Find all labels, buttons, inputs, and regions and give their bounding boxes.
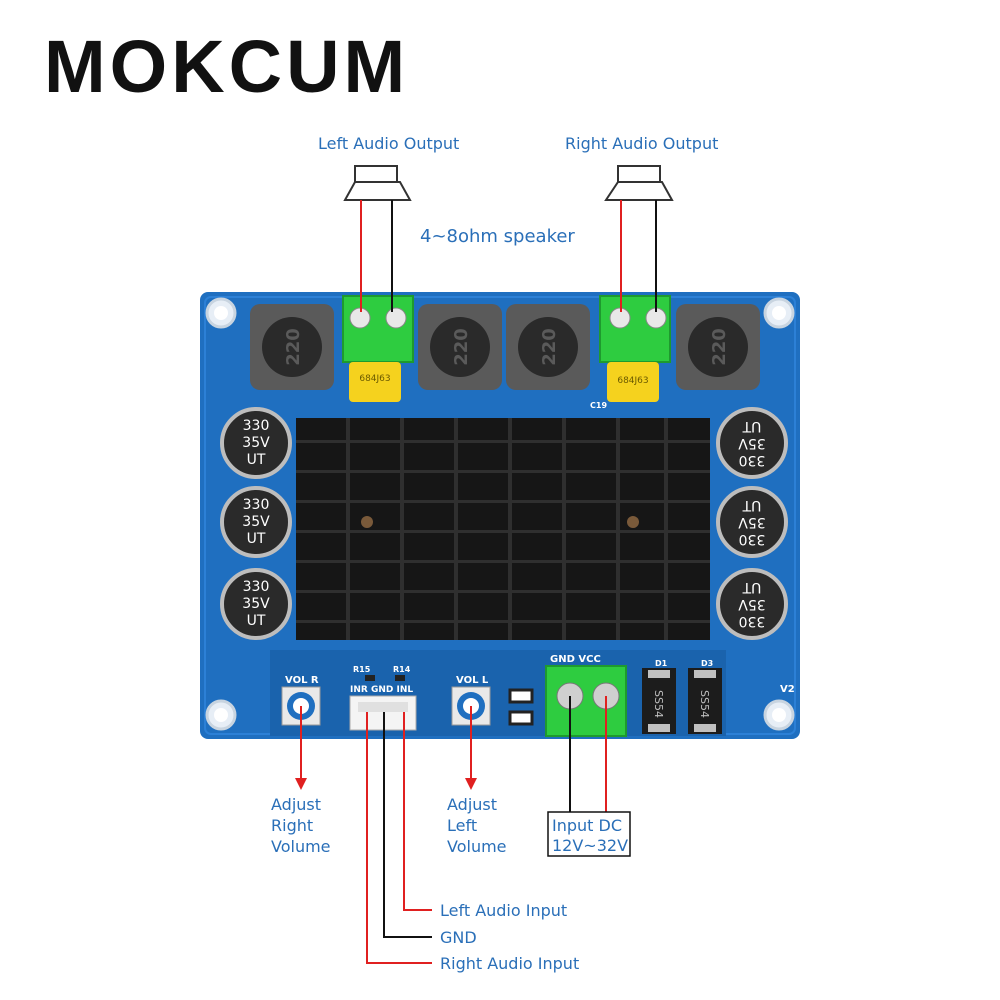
inductor: 220 (418, 304, 502, 390)
cap-value: 330 (243, 497, 270, 513)
inductor-marking: 220 (451, 328, 472, 366)
electrolytic-capacitor: 330 35V UT (220, 486, 292, 558)
cap-voltage: 35V (242, 596, 270, 612)
left-output-terminal (342, 295, 414, 363)
inductor-marking: 220 (709, 328, 730, 366)
cap-series: UT (742, 497, 761, 513)
cap-value: 330 (243, 579, 270, 595)
inductor-marking: 220 (283, 328, 304, 366)
adjust-left-arrow (465, 706, 477, 790)
brand-logo: MOKCUM (44, 25, 410, 108)
cap-series: UT (247, 613, 266, 629)
right-output-terminal (599, 295, 671, 363)
power-header-silk: GND VCC (550, 654, 601, 665)
right-audio-output-label: Right Audio Output (565, 134, 719, 153)
heatsink (296, 418, 710, 640)
cap-series: UT (742, 579, 761, 595)
gnd-input-wire (383, 712, 432, 938)
inductor: 220 (506, 304, 590, 390)
inductor: 220 (676, 304, 760, 390)
right-input-wire (366, 712, 432, 964)
adjust-left-volume-label: Adjust Left Volume (447, 795, 507, 856)
electrolytic-capacitor: 330 35V UT (716, 407, 788, 479)
film-capacitor-marking: 684J63 (359, 374, 390, 384)
vol-r-silk: VOL R (285, 675, 319, 686)
film-capacitor: 684J63 (349, 362, 401, 402)
electrolytic-capacitor: 330 35V UT (220, 568, 292, 640)
diode-d3: D3 SS54 (688, 659, 722, 734)
cap-series: UT (247, 452, 266, 468)
gnd-label: GND (440, 928, 477, 947)
diode-marking: SS54 (652, 690, 665, 718)
d3-silk: D3 (701, 659, 713, 668)
mounting-hole (763, 699, 795, 731)
input-dc-range-label: 12V~32V (552, 836, 629, 855)
diode-marking: SS54 (698, 690, 711, 718)
mounting-hole (205, 297, 237, 329)
cap-series: UT (742, 418, 761, 434)
cap-series: UT (247, 531, 266, 547)
electrolytic-capacitor: 330 35V UT (716, 568, 788, 640)
input-dc-label: Input DC (552, 816, 623, 835)
film-capacitor-marking: 684J63 (617, 376, 648, 386)
speaker-note-label: 4~8ohm speaker (420, 226, 575, 247)
vol-l-silk: VOL L (456, 675, 489, 686)
left-input-wire (403, 712, 432, 911)
left-audio-input-label: Left Audio Input (440, 901, 568, 920)
version-silk: V2 (780, 684, 795, 695)
input-header-silk: INR GND INL (350, 685, 413, 695)
electrolytic-capacitor: 330 35V UT (220, 407, 292, 479)
cap-voltage: 35V (242, 435, 270, 451)
adjust-right-volume-label: Adjust Right Volume (271, 795, 331, 856)
left-speaker-icon (343, 165, 412, 201)
cap-voltage: 35V (738, 435, 766, 451)
cap-voltage: 35V (738, 514, 766, 530)
right-speaker-icon (604, 165, 674, 201)
inductor: 220 (250, 304, 334, 390)
electrolytic-capacitor: 330 35V UT (716, 486, 788, 558)
r15-silk: R15 (353, 665, 371, 674)
c19-label: C19 (590, 401, 607, 410)
power-input-terminal: GND VCC (545, 654, 627, 737)
cap-value: 330 (739, 452, 766, 468)
cap-value: 330 (739, 613, 766, 629)
inductor-marking: 220 (539, 328, 560, 366)
cap-voltage: 35V (738, 596, 766, 612)
d1-silk: D1 (655, 659, 668, 668)
adjust-right-arrow (295, 706, 307, 790)
r14-silk: R14 (393, 665, 411, 674)
mounting-hole (205, 699, 237, 731)
film-capacitor: 684J63 (607, 362, 659, 402)
diode-d1: D1 SS54 (642, 659, 676, 734)
input-dc-box (547, 811, 631, 857)
right-audio-input-label: Right Audio Input (440, 954, 580, 973)
mounting-hole (763, 297, 795, 329)
cap-value: 330 (739, 531, 766, 547)
cap-value: 330 (243, 418, 270, 434)
cap-voltage: 35V (242, 514, 270, 530)
left-audio-output-label: Left Audio Output (318, 134, 460, 153)
